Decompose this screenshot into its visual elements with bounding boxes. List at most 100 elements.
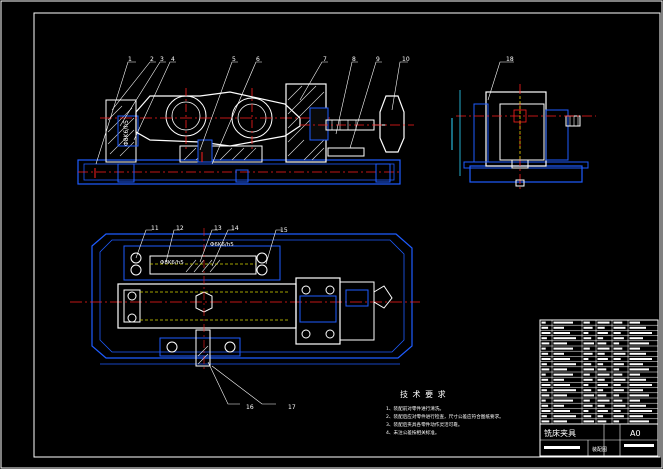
parts-cell-ink [553,347,573,350]
parts-cell-ink [597,342,607,345]
title-name: 铣床夹具 [544,428,576,438]
parts-cell-ink [597,389,604,392]
parts-cell-ink [583,358,589,360]
parts-cell-ink [629,373,640,376]
parts-cell-ink [541,415,547,418]
parts-cell-ink [541,342,550,345]
parts-cell-ink [613,352,626,355]
parts-cell-ink [629,352,646,355]
parts-cell-ink [583,394,594,397]
balloon-2: 2 [150,56,154,63]
parts-cell-ink [541,358,551,360]
parts-cell-ink [629,384,652,386]
parts-cell-ink [583,404,593,407]
balloon-8: 8 [352,56,356,63]
parts-cell-ink [613,321,623,324]
parts-cell-ink [541,399,546,402]
parts-cell-ink [583,326,593,329]
parts-cell-ink [553,326,564,329]
parts-cell-ink [597,352,605,355]
parts-cell-ink [541,368,550,371]
balloon-15: 15 [280,227,288,234]
parts-cell-ink [613,368,620,371]
parts-cell-ink [629,410,652,412]
parts-cell-ink [583,378,593,381]
title-subtitle: 装配图 [592,446,607,453]
balloon-3: 3 [160,56,164,63]
parts-cell-ink [629,368,649,371]
parts-cell-ink [629,399,640,402]
parts-cell-ink [613,358,621,360]
fit-label-2: Φ6K6/h5 [210,242,234,248]
parts-cell-ink [541,352,549,355]
fit-label-1: Φ8K6/h5 [160,260,184,266]
technical-requirements: 技 术 要 求 1、装配前对零件进行清洗。 2、装配后应对零件进行检查，尺寸公差… [386,389,504,436]
tech-note-2: 2、装配后应对零件进行检查，尺寸公差应符合图纸要求。 [386,413,504,420]
parts-cell-ink [613,399,623,402]
parts-cell-ink [597,399,610,402]
parts-cell-ink [541,326,549,329]
top-view-leaders [135,229,282,405]
parts-cell-ink [629,404,646,407]
parts-cell-ink [613,342,620,345]
title-block: 铣床夹具 A0 装配图 [539,423,659,457]
parts-cell-ink [629,347,640,350]
parts-cell-ink [553,415,576,418]
parts-cell-ink [541,410,551,412]
parts-cell-ink [553,358,570,360]
parts-cell-ink [553,337,576,340]
parts-cell-ink [583,415,592,418]
parts-cell-ink [629,415,643,418]
parts-cell-ink [541,404,549,407]
parts-cell-ink [597,337,604,340]
tech-note-4: 4、未注公差按相关标准。 [386,429,439,436]
parts-cell-ink [583,384,589,386]
front-view-leaders [95,61,408,165]
parts-cell-ink [553,332,570,334]
parts-cell-ink [597,410,608,412]
parts-cell-ink [629,394,649,397]
parts-cell-ink [541,321,546,324]
top-view-balloons: 11 12 13 14 15 16 17 Φ8K6/h5 Φ6K6/h5 [151,225,296,411]
parts-cell-ink [583,368,594,371]
parts-cell-ink [553,342,567,345]
parts-cell-ink [629,363,643,366]
parts-cell-ink [583,389,592,392]
parts-cell-ink [629,420,649,423]
parts-cell-ink [553,352,564,355]
parts-cell-ink [583,332,589,334]
parts-cell-ink [629,326,646,329]
parts-cell-ink [629,389,643,392]
parts-cell-ink [597,384,608,386]
parts-cell-ink [541,337,547,340]
parts-cell-ink [613,404,626,407]
parts-cell-ink [629,378,646,381]
balloon-7: 7 [323,56,327,63]
parts-cell-ink [583,399,590,402]
parts-cell-ink [541,384,551,386]
parts-cell-ink [613,394,620,397]
parts-cell-ink [613,337,624,340]
parts-cell-ink [613,384,621,386]
parts-cell-ink [583,352,593,355]
parts-cell-ink [541,394,550,397]
parts-cell-ink [583,347,590,350]
parts-cell-ink [541,373,546,376]
parts-cell-ink [541,420,550,423]
tech-note-1: 1、装配前对零件进行清洗。 [386,405,444,412]
parts-cell-ink [629,358,652,360]
parts-cell-ink [629,337,643,340]
parts-cell-ink [553,363,576,366]
parts-cell-ink [629,332,652,334]
tech-note-3: 3、装配后夹具各零件动作灵活可靠。 [386,421,462,428]
balloon-17: 17 [288,404,296,411]
parts-cell-ink [541,332,551,334]
parts-cell-ink [613,373,623,376]
balloon-12: 12 [176,225,184,232]
parts-cell-ink [583,363,592,366]
balloon-13: 13 [214,225,222,232]
parts-cell-ink [597,321,610,324]
parts-cell-ink [613,415,624,418]
